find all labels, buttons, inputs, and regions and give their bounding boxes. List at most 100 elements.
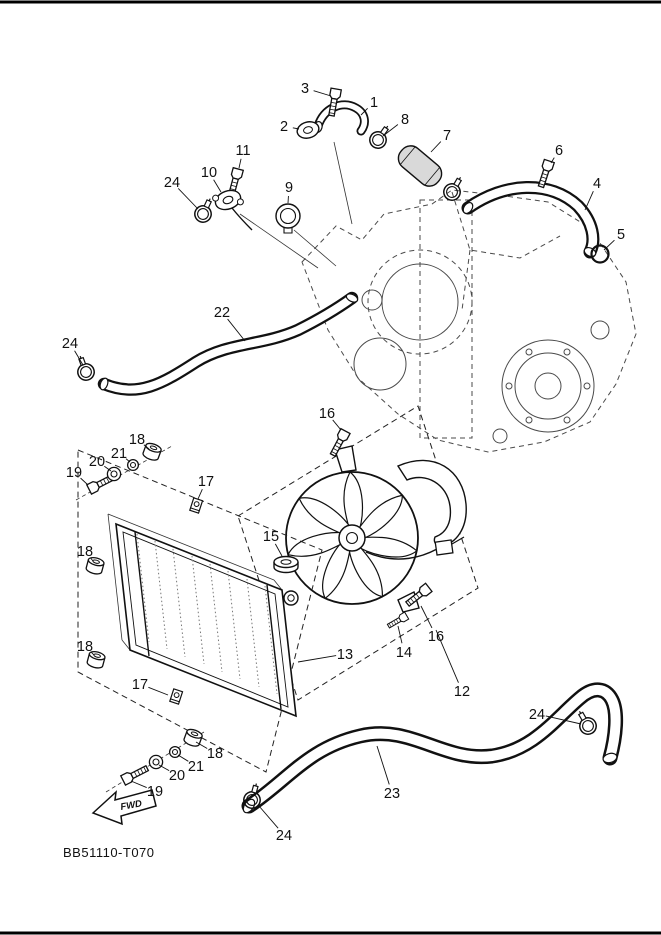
leader-line xyxy=(376,745,390,785)
washer-icon xyxy=(148,754,164,770)
part-callout-8: 8 xyxy=(401,112,409,128)
leader-line xyxy=(227,318,246,342)
fwd-arrow-icon xyxy=(91,789,157,826)
part-callout-19: 19 xyxy=(66,465,82,481)
part-callout-24: 24 xyxy=(276,828,292,844)
leader-line xyxy=(430,141,442,153)
leader-line xyxy=(360,108,368,116)
clip-icon xyxy=(169,688,184,705)
fan-enclosure-box xyxy=(237,405,479,701)
part-callout-18: 18 xyxy=(77,544,93,560)
leader-line xyxy=(74,350,84,366)
part-callout-6: 6 xyxy=(555,143,563,159)
fan-mount-tab xyxy=(334,445,357,473)
leader-line xyxy=(148,686,169,696)
leader-line xyxy=(104,465,112,472)
hose-clamp-icon xyxy=(440,172,469,204)
leader-line xyxy=(313,90,332,97)
engine-block xyxy=(301,189,637,453)
part-callout-12: 12 xyxy=(454,684,470,700)
fan-assembly xyxy=(237,405,479,701)
part-callout-17: 17 xyxy=(198,474,214,490)
leader-line xyxy=(435,629,459,683)
part-callout-13: 13 xyxy=(337,647,353,663)
part-callout-1: 1 xyxy=(370,95,378,111)
hose-clamp-icon xyxy=(365,120,396,153)
o-ring xyxy=(590,244,610,264)
diagram-code: BB51110-T070 xyxy=(63,845,155,860)
filler-neck xyxy=(283,590,299,606)
hose-clamp-icon xyxy=(71,352,98,384)
part-callout-10: 10 xyxy=(201,165,217,181)
leader-line xyxy=(213,179,222,193)
leader-line xyxy=(382,124,399,137)
part-callout-11: 11 xyxy=(235,143,250,159)
leader-line xyxy=(297,655,337,663)
pipe-flange xyxy=(296,121,320,139)
leader-line xyxy=(584,191,594,211)
leader-line xyxy=(603,239,615,251)
part-callout-19: 19 xyxy=(147,784,163,800)
part-callout-21: 21 xyxy=(188,759,204,775)
part-callout-23: 23 xyxy=(384,786,400,802)
part-callout-24: 24 xyxy=(529,707,545,723)
part-callout-22: 22 xyxy=(214,305,230,321)
fwd-label: FWD xyxy=(120,798,143,813)
part-callout-18: 18 xyxy=(207,746,223,762)
fan-motor-wire xyxy=(365,548,438,560)
part-callout-16: 16 xyxy=(428,629,444,645)
part-callout-18: 18 xyxy=(77,639,93,655)
leader-line xyxy=(274,543,283,557)
bolt-icon xyxy=(120,762,151,786)
hose-clamp-icon xyxy=(571,706,600,738)
leader-line xyxy=(550,157,555,164)
part-callout-20: 20 xyxy=(89,454,105,470)
inlet-hose-assembly xyxy=(461,158,610,264)
part-callout-5: 5 xyxy=(617,227,625,243)
part-callout-21: 21 xyxy=(111,446,127,462)
part-callout-2: 2 xyxy=(280,119,288,135)
leader-line xyxy=(545,715,582,725)
part-callout-16: 16 xyxy=(319,406,335,422)
leader-line xyxy=(125,458,131,463)
part-callout-7: 7 xyxy=(443,128,451,144)
lower-hose-assembly xyxy=(241,682,624,814)
leader-line xyxy=(80,477,89,486)
part-callout-18: 18 xyxy=(129,432,145,448)
leader-line xyxy=(143,444,150,450)
leader-line xyxy=(91,652,95,656)
leader-line xyxy=(130,780,147,788)
wire-connector xyxy=(434,539,454,556)
leader-line xyxy=(195,741,208,749)
part-callout-3: 3 xyxy=(301,81,309,97)
screw-icon xyxy=(385,611,410,631)
assembly-lines xyxy=(239,141,353,269)
leader-line xyxy=(158,764,170,772)
part-callout-24: 24 xyxy=(164,175,180,191)
part-callout-15: 15 xyxy=(263,529,279,545)
water-hose-short xyxy=(397,145,443,187)
part-callout-17: 17 xyxy=(132,677,148,693)
radiator-assembly xyxy=(75,441,323,793)
fan-blades xyxy=(287,471,418,600)
outlet-pipe-assembly xyxy=(296,87,469,204)
thermostat xyxy=(275,203,301,234)
thermostat-assembly xyxy=(191,167,301,234)
part-callout-20: 20 xyxy=(169,768,185,784)
leader-line xyxy=(238,158,242,169)
leader-line xyxy=(90,557,94,562)
leader-line xyxy=(420,605,433,629)
part-callout-9: 9 xyxy=(285,180,293,196)
radiator-enclosure-box xyxy=(77,449,323,773)
leader-line xyxy=(292,127,300,130)
radiator-outlet-hose xyxy=(71,291,359,396)
part-callout-24: 24 xyxy=(62,336,78,352)
leader-line xyxy=(332,419,342,431)
pipe-joint xyxy=(212,189,244,211)
leader-line xyxy=(177,188,199,210)
part-callout-4: 4 xyxy=(593,176,601,192)
clip-icon xyxy=(189,497,204,514)
